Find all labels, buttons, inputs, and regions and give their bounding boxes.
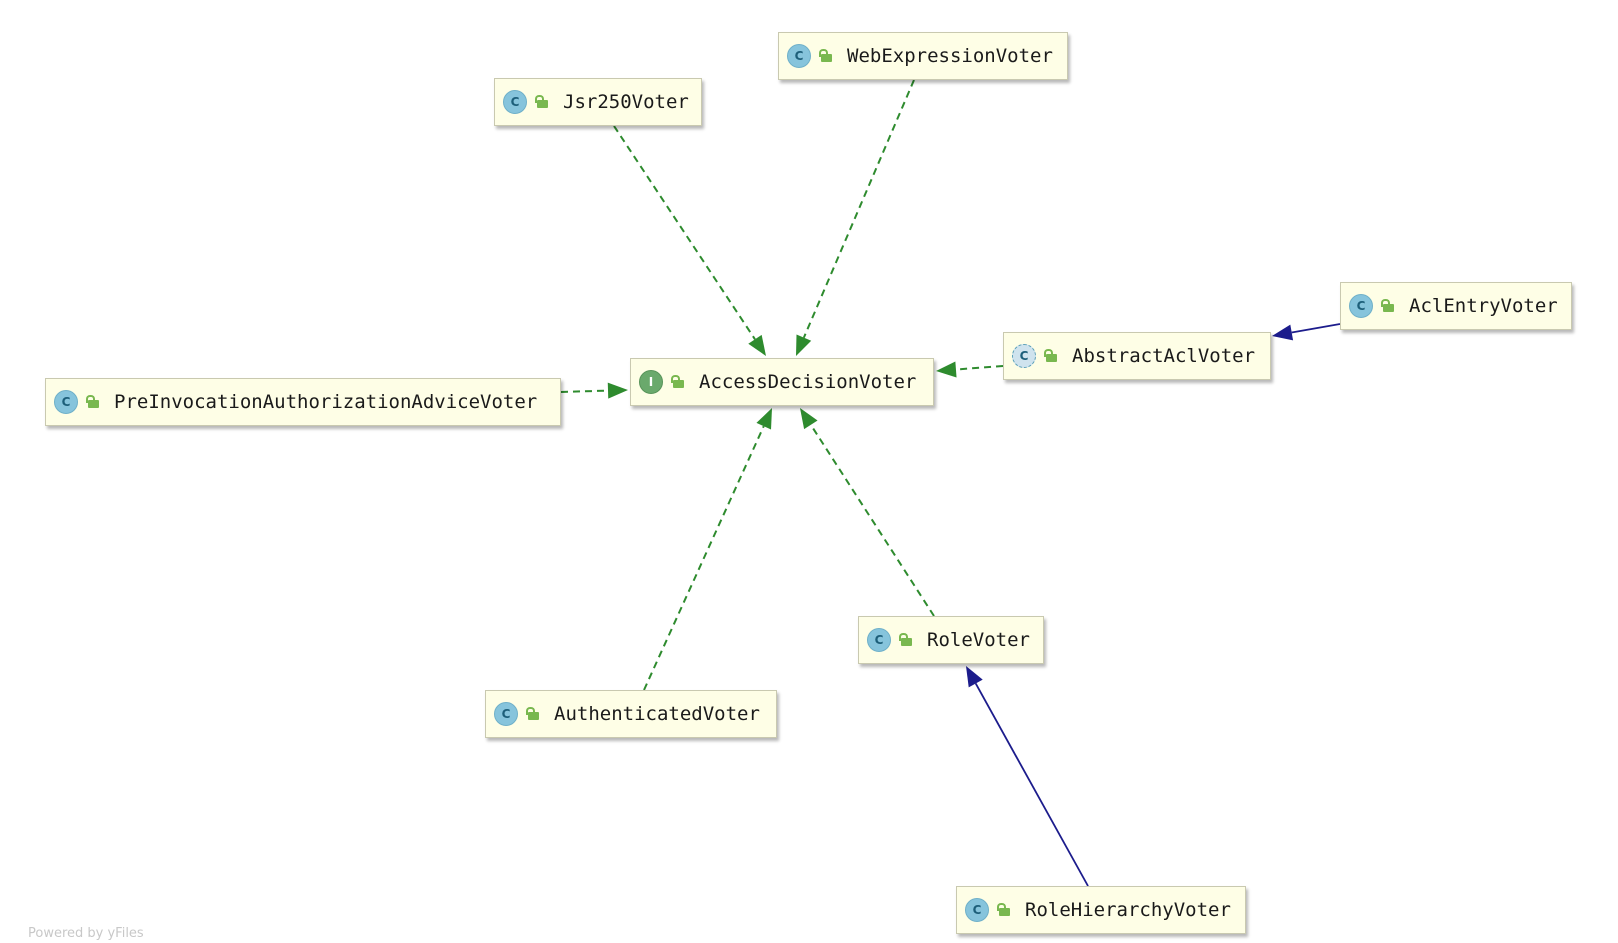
arrowhead — [1272, 324, 1294, 341]
public-lock-icon — [1044, 349, 1058, 363]
edge-line — [643, 425, 765, 691]
public-lock-icon — [671, 375, 685, 389]
public-lock-icon — [899, 633, 913, 647]
class-icon: C — [503, 90, 527, 114]
abstract-class-icon: C — [1012, 344, 1036, 368]
interface-icon: I — [639, 370, 663, 394]
node-label: AclEntryVoter — [1409, 295, 1558, 317]
node-authenticated-voter[interactable]: C AuthenticatedVoter — [485, 690, 777, 738]
public-lock-icon — [526, 707, 540, 721]
arrowhead — [756, 408, 772, 430]
edge-line — [809, 424, 935, 617]
arrowhead — [748, 334, 766, 356]
edge-line — [802, 79, 915, 339]
node-label: WebExpressionVoter — [847, 45, 1053, 67]
node-role-hierarchy-voter[interactable]: C RoleHierarchyVoter — [956, 886, 1246, 934]
class-icon: C — [787, 44, 811, 68]
edge-acl-entry-voter-extends-abstract-acl-voter — [1272, 323, 1341, 341]
edge-line — [955, 365, 1004, 371]
node-abstract-acl-voter[interactable]: C AbstractAclVoter — [1003, 332, 1271, 380]
node-label: PreInvocationAuthorizationAdviceVoter — [114, 391, 538, 413]
node-label: Jsr250Voter — [563, 91, 689, 113]
arrowhead — [800, 408, 818, 430]
class-icon: C — [494, 702, 518, 726]
edge-role-hierarchy-voter-extends-role-voter — [966, 666, 1089, 887]
node-label: AuthenticatedVoter — [554, 703, 760, 725]
edge-line — [560, 389, 609, 393]
arrowhead — [796, 334, 812, 356]
edge-pre-invocation-authorization-advice-voter-implements-access-decision-voter — [560, 382, 628, 399]
edge-abstract-acl-voter-implements-access-decision-voter — [936, 361, 1004, 378]
footer-watermark: Powered by yFiles — [28, 926, 144, 941]
edge-authenticated-voter-implements-access-decision-voter — [643, 408, 772, 691]
public-lock-icon — [86, 395, 100, 409]
class-icon: C — [54, 390, 78, 414]
class-icon: C — [1349, 294, 1373, 318]
arrowhead — [607, 382, 628, 399]
edge-jsr250-voter-implements-access-decision-voter — [613, 125, 766, 356]
public-lock-icon — [819, 49, 833, 63]
public-lock-icon — [535, 95, 549, 109]
edge-role-voter-implements-access-decision-voter — [800, 408, 935, 617]
node-label: RoleVoter — [927, 629, 1030, 651]
edge-web-expression-voter-implements-access-decision-voter — [796, 79, 915, 356]
class-icon: C — [867, 628, 891, 652]
arrowhead — [966, 666, 983, 688]
node-pre-invocation-authorization-advice-voter[interactable]: C PreInvocationAuthorizationAdviceVoter — [45, 378, 561, 426]
node-role-voter[interactable]: C RoleVoter — [858, 616, 1044, 664]
class-icon: C — [965, 898, 989, 922]
public-lock-icon — [1381, 299, 1395, 313]
node-web-expression-voter[interactable]: C WebExpressionVoter — [778, 32, 1068, 80]
edge-line — [1291, 323, 1341, 334]
node-access-decision-voter[interactable]: I AccessDecisionVoter — [630, 358, 934, 406]
public-lock-icon — [997, 903, 1011, 917]
node-acl-entry-voter[interactable]: C AclEntryVoter — [1340, 282, 1572, 330]
node-label: AbstractAclVoter — [1072, 345, 1256, 367]
edge-line — [974, 683, 1089, 887]
node-jsr250-voter[interactable]: C Jsr250Voter — [494, 78, 702, 126]
edge-line — [613, 125, 756, 340]
arrowhead — [936, 361, 957, 378]
node-label: AccessDecisionVoter — [699, 371, 917, 393]
node-label: RoleHierarchyVoter — [1025, 899, 1231, 921]
